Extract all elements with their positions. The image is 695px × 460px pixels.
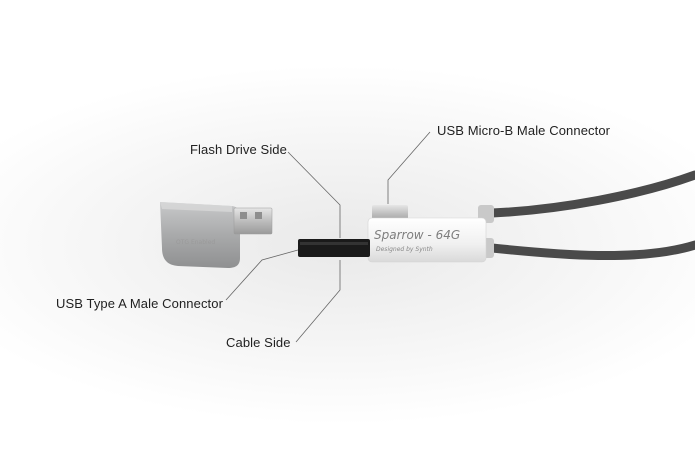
usb-a-plug bbox=[298, 239, 370, 257]
callout-flash-drive-side: Flash Drive Side bbox=[190, 142, 287, 157]
cable bbox=[487, 240, 695, 261]
callout-usb-micro-b: USB Micro-B Male Connector bbox=[437, 123, 611, 138]
leader-lines bbox=[225, 131, 431, 343]
cap-label: OTG Enabled bbox=[176, 239, 216, 246]
aluminum-cap bbox=[160, 202, 240, 268]
device-brand: Sparrow - 64G bbox=[374, 228, 461, 242]
device-designer: Designed by Synth bbox=[376, 246, 433, 253]
callout-usb-type-a: USB Type A Male Connector bbox=[56, 296, 224, 311]
cable bbox=[487, 170, 695, 218]
cap-metal-connector bbox=[233, 207, 273, 235]
callout-cable-side: Cable Side bbox=[226, 335, 291, 350]
